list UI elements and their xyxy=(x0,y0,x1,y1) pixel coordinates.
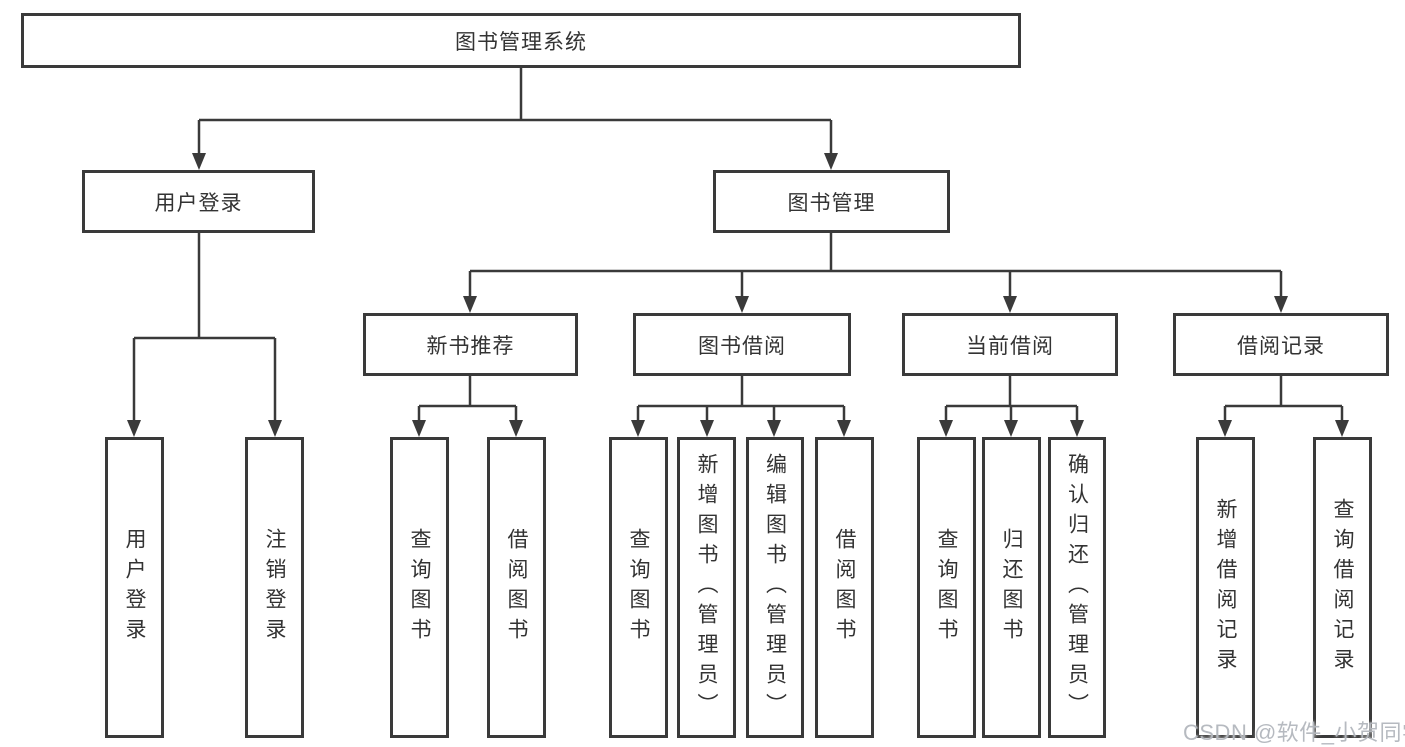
leaf-add-books-admin: 新增图书（管理员） xyxy=(677,437,736,738)
leaf-query-borrow-record: 查询借阅记录 xyxy=(1313,437,1372,738)
connector-root-to-level2 xyxy=(192,68,838,170)
node-label: 借阅记录 xyxy=(1237,334,1325,358)
leaf-label: 借阅图书 xyxy=(833,527,856,648)
node-borrow-records: 借阅记录 xyxy=(1173,313,1389,376)
node-new-book-recommend: 新书推荐 xyxy=(363,313,578,376)
leaf-logout: 注销登录 xyxy=(245,437,304,738)
node-label: 新书推荐 xyxy=(426,334,515,358)
leaf-label: 查询图书 xyxy=(408,527,431,648)
leaf-edit-books-admin: 编辑图书（管理员） xyxy=(746,437,804,738)
leaf-label: 编辑图书（管理员） xyxy=(763,452,787,723)
leaf-label: 确认归还（管理员） xyxy=(1065,452,1089,723)
leaf-label: 用户登录 xyxy=(123,527,146,648)
node-label: 图书管理系统 xyxy=(455,30,587,54)
leaf-label: 借阅图书 xyxy=(505,527,528,648)
leaf-label: 新增图书（管理员） xyxy=(695,452,718,723)
node-label: 图书管理 xyxy=(787,191,876,215)
leaf-borrow-books: 借阅图书 xyxy=(815,437,874,738)
connector-user-login-to-leaves xyxy=(127,233,282,437)
leaf-user-login: 用户登录 xyxy=(105,437,164,738)
connector-current-borrow-to-leaves xyxy=(939,375,1084,437)
leaf-label: 查询图书 xyxy=(627,527,650,648)
node-book-borrow: 图书借阅 xyxy=(633,313,851,376)
leaf-return-books: 归还图书 xyxy=(982,437,1041,738)
leaf-add-borrow-record: 新增借阅记录 xyxy=(1196,437,1255,738)
node-current-borrow: 当前借阅 xyxy=(902,313,1118,376)
node-book-management: 图书管理 xyxy=(713,170,950,233)
leaf-confirm-return-admin: 确认归还（管理员） xyxy=(1048,437,1106,738)
connector-book-management-to-level3 xyxy=(463,233,1288,313)
csdn-watermark: CSDN @软件_小贺同学 xyxy=(1183,720,1405,745)
leaf-borrow-books-recommend: 借阅图书 xyxy=(487,437,546,738)
connector-book-borrow-to-leaves xyxy=(631,375,851,437)
node-library-management-system: 图书管理系统 xyxy=(21,13,1021,68)
leaf-label: 注销登录 xyxy=(263,527,286,648)
node-label: 当前借阅 xyxy=(966,334,1054,358)
node-label: 图书借阅 xyxy=(698,334,786,358)
leaf-query-books-current: 查询图书 xyxy=(917,437,976,738)
leaf-query-books-borrow: 查询图书 xyxy=(609,437,668,738)
node-label: 用户登录 xyxy=(154,191,243,215)
leaf-query-books-recommend: 查询图书 xyxy=(390,437,449,738)
leaf-label: 查询图书 xyxy=(935,527,958,648)
connector-borrow-records-to-leaves xyxy=(1218,375,1349,437)
leaf-label: 查询借阅记录 xyxy=(1331,497,1354,678)
leaf-label: 归还图书 xyxy=(1000,527,1023,648)
leaf-label: 新增借阅记录 xyxy=(1214,497,1237,678)
connector-new-book-recommend-to-leaves xyxy=(412,375,523,437)
node-user-login: 用户登录 xyxy=(82,170,315,233)
